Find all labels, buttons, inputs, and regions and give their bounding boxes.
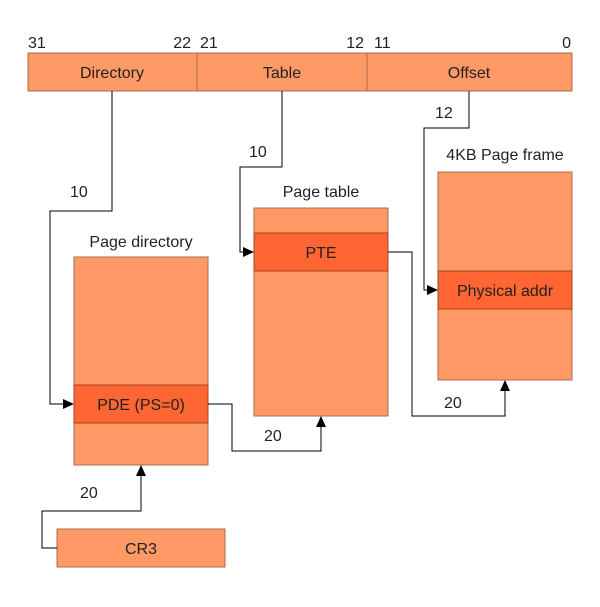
address-field-table-box [196, 52, 368, 92]
connector-offset-to-physical [423, 91, 470, 295]
address-field-offset-label: Offset [448, 65, 491, 82]
connector-directory-to-pde [49, 91, 113, 409]
connector-table-to-pte [239, 91, 283, 257]
arrowhead-offset-to-physical [427, 285, 438, 295]
arrowhead-pde-to-table [316, 416, 326, 427]
bit-label-21: 21 [200, 35, 218, 52]
address-field-table: Table [196, 52, 368, 92]
cr3-register-label: CR3 [125, 541, 157, 558]
width-label-cr3-to-directory: 20 [80, 485, 98, 502]
address-field-table-label: Table [263, 65, 301, 82]
page-directory-title: Page directory [89, 234, 192, 251]
bit-label-12: 12 [346, 35, 364, 52]
width-label-pte-to-frame: 20 [444, 395, 462, 412]
page-table-title: Page table [283, 184, 360, 201]
address-field-directory: Directory [27, 52, 198, 92]
width-label-table-to-pte: 10 [249, 144, 267, 161]
arrowhead-pte-to-frame [500, 380, 510, 391]
physical-addr-label: Physical addr [457, 283, 554, 300]
arrowhead-cr3-to-directory [136, 465, 146, 476]
address-field-offset: Offset [366, 52, 573, 92]
pde-entry-label: PDE (PS=0) [97, 397, 185, 414]
bit-label-31: 31 [28, 35, 46, 52]
connector-pde-to-table [208, 403, 326, 452]
pte-entry-label: PTE [305, 245, 336, 262]
page-frame-title: 4KB Page frame [446, 147, 564, 164]
address-field-offset-box [366, 52, 573, 92]
page-directory-box [73, 256, 209, 466]
connector-cr3-to-directory [41, 465, 146, 549]
width-label-directory-to-pde: 10 [70, 184, 88, 201]
arrowhead-directory-to-pde [63, 399, 74, 409]
arrowhead-table-to-pte [243, 247, 254, 257]
bit-label-22: 22 [173, 35, 191, 52]
width-label-offset-to-physical: 12 [435, 105, 453, 122]
bit-label-11: 11 [374, 35, 391, 52]
connector-pte-to-frame [388, 251, 510, 417]
width-label-pde-to-table: 20 [264, 428, 282, 445]
address-field-directory-label: Directory [80, 65, 144, 82]
address-field-directory-box [27, 52, 198, 92]
bit-label-0: 0 [562, 35, 571, 52]
